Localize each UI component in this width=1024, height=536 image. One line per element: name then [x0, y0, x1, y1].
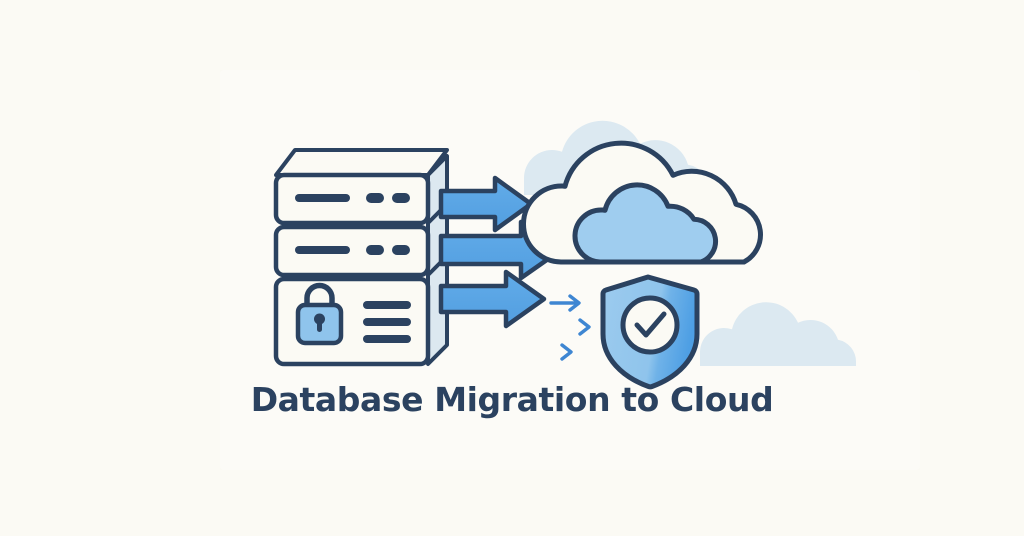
server-indicator-dot: [366, 245, 384, 255]
server-top-face: [274, 148, 449, 177]
server-unit-middle: [273, 224, 431, 278]
cloud-icon: [521, 140, 763, 265]
server-content-bar: [363, 335, 411, 343]
lock-icon: [295, 282, 344, 346]
server-unit-bottom: [273, 276, 431, 367]
migration-arrow-3: [438, 269, 547, 329]
server-indicator-bar: [295, 246, 350, 254]
background-cloud-right: [700, 302, 857, 366]
server-indicator-dot: [392, 193, 410, 203]
migration-thin-arrow-3: [463, 343, 573, 361]
migration-thin-arrow-1: [549, 294, 581, 312]
server-stack: [273, 148, 449, 367]
migration-arrows: [438, 175, 591, 361]
server-unit-top: [273, 172, 431, 226]
server-indicator-dot: [392, 245, 410, 255]
check-icon: [634, 311, 667, 338]
migration-thin-arrow-2: [453, 318, 591, 336]
server-indicator-bar: [295, 194, 350, 202]
cloud-inner-fill: [572, 182, 719, 265]
server-content-bar: [363, 301, 411, 309]
shield-check-circle: [620, 295, 680, 355]
server-content-bar: [363, 318, 411, 326]
migration-arrow-1: [438, 175, 534, 233]
server-indicator-dot: [366, 193, 384, 203]
shield-check-icon: [600, 274, 700, 390]
